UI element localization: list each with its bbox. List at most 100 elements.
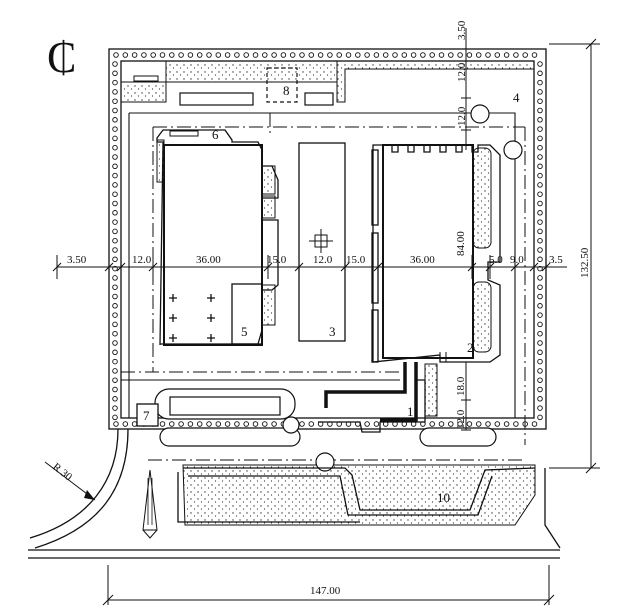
fence-post: [537, 368, 543, 374]
fence-post: [537, 70, 543, 77]
fence-post: [196, 421, 203, 427]
dim-span-9-right: 9.0: [510, 254, 524, 266]
fence-post: [475, 421, 482, 427]
fence-post: [122, 52, 129, 58]
fence-post: [537, 154, 543, 160]
fence-post: [112, 284, 118, 290]
scale-symbol: ₵: [47, 33, 76, 82]
fence-post: [537, 237, 543, 244]
fence-post: [494, 52, 501, 58]
fence-post: [112, 303, 118, 309]
fence-post: [355, 52, 361, 58]
label-building-2: 2: [467, 340, 474, 355]
plus-marker: [207, 294, 215, 302]
dimension-tick: [510, 255, 520, 279]
fence-post: [537, 182, 543, 188]
horizontal-dimension-total: [102, 565, 555, 606]
fence-post: [159, 52, 166, 58]
fence-post: [112, 358, 118, 365]
dimension-tick: [52, 255, 62, 279]
dim-top-12: 12.0: [456, 62, 468, 82]
fence-post: [112, 228, 118, 235]
dim-span-15-b: 15.0: [346, 254, 366, 266]
dimension-tick: [104, 255, 114, 279]
vertical-dimension-top: [461, 28, 471, 150]
fence-post: [112, 312, 118, 318]
fence-post: [513, 52, 519, 58]
fence-post: [112, 321, 118, 328]
fence-post: [401, 52, 408, 58]
fence-post: [187, 52, 194, 58]
dim-left-setback: 3.50: [67, 254, 87, 266]
fence-post: [537, 89, 543, 95]
fence-post: [271, 421, 277, 427]
fence-post: [537, 79, 543, 86]
fence-post: [429, 52, 435, 58]
dim-height-12-bottom: 12.0: [455, 409, 467, 429]
fence-post: [308, 52, 315, 58]
label-building-1: 1: [407, 404, 414, 419]
fence-post: [317, 52, 324, 58]
dim-span-36-left: 36.00: [196, 254, 221, 266]
label-building-4: 4: [513, 90, 520, 105]
horizontal-dimension-line: [52, 255, 567, 279]
fence-post: [178, 421, 184, 427]
fence-post: [112, 210, 118, 216]
fence-post: [537, 172, 543, 179]
fence-post: [112, 265, 118, 272]
fence-post: [122, 421, 129, 427]
fence-post: [537, 340, 543, 346]
plus-marker: [169, 314, 177, 322]
plus-marker: [207, 334, 215, 342]
fence-post: [112, 247, 118, 253]
fence-post: [131, 421, 138, 427]
fence-post: [438, 421, 445, 427]
fence-post: [112, 61, 118, 67]
fence-post: [112, 386, 118, 393]
fence-post: [112, 219, 118, 225]
fence-post: [299, 52, 305, 58]
fence-post: [215, 52, 222, 58]
dim-right-setback: 3.5: [549, 254, 563, 266]
fence-post: [215, 421, 222, 427]
vertical-dimension-bottom: [439, 352, 471, 431]
dim-top-setback: 3.50: [456, 20, 468, 40]
fence-post: [112, 256, 118, 263]
fence-post: [537, 247, 543, 253]
fence-post: [345, 52, 352, 58]
plus-marker: [169, 294, 177, 302]
dim-total-height: 132.50: [579, 247, 591, 278]
axis-lines: [121, 113, 526, 461]
fence-post: [448, 421, 454, 427]
dimension-tick: [294, 255, 304, 279]
fence-post: [364, 421, 370, 427]
fence-post: [169, 52, 175, 58]
fence-post: [112, 396, 118, 402]
fence-post: [131, 52, 138, 58]
fence-post: [252, 52, 259, 58]
dim-span-5-right: 5.0: [489, 254, 503, 266]
fence-post: [438, 52, 445, 58]
fence-post: [537, 284, 543, 290]
fence-post: [196, 52, 203, 58]
fence-post: [280, 52, 287, 58]
label-zone-10: 10: [437, 490, 450, 505]
fence-post: [243, 421, 249, 427]
fence-post: [112, 349, 118, 356]
fence-post: [112, 275, 118, 281]
dimension-tick: [116, 255, 126, 279]
fence-post: [112, 79, 118, 86]
fence-post: [112, 237, 118, 244]
fence-post: [112, 144, 118, 151]
fence-post: [513, 421, 519, 427]
north-arrow-icon: [142, 469, 158, 539]
fence-post: [537, 228, 543, 235]
fence-post: [537, 61, 543, 67]
fence-post: [392, 52, 398, 58]
fence-post: [271, 52, 277, 58]
fence-post: [112, 70, 118, 77]
dim-span-12-left: 12.0: [132, 254, 152, 266]
fence-post: [112, 163, 118, 170]
dimension-tick: [373, 255, 383, 279]
entrance-roads: [28, 428, 561, 559]
